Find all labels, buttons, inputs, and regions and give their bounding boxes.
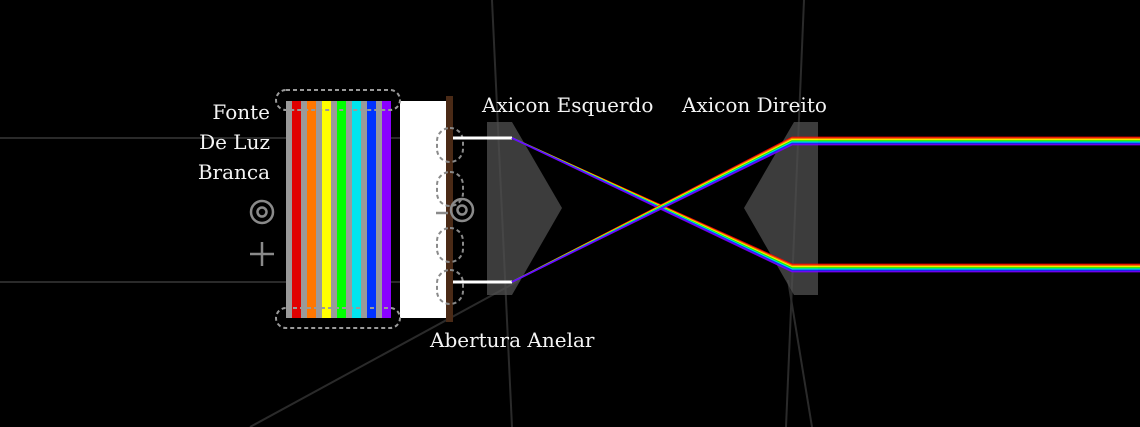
source-stripe	[376, 101, 382, 318]
right-axicon-label: Axicon Direito	[682, 93, 827, 117]
source-white-field	[400, 101, 446, 318]
spectral-ray	[511, 137, 1140, 269]
source-label-line: Fonte	[212, 100, 270, 124]
left-axicon-label: Axicon Esquerdo	[482, 93, 654, 117]
source-stripe	[352, 101, 361, 318]
left-axicon[interactable]	[487, 122, 562, 295]
aperture-handle[interactable]	[436, 171, 464, 207]
aperture-handle[interactable]	[436, 269, 464, 305]
dispersed-beams	[511, 136, 1140, 283]
spectral-ray	[511, 137, 1140, 266]
source-handles[interactable]	[275, 89, 401, 329]
rotate-handle-icon[interactable]	[249, 199, 275, 225]
source-stripe	[301, 101, 307, 318]
spectral-ray	[511, 137, 1140, 267]
guide-line	[249, 279, 521, 427]
source-stripe	[331, 101, 337, 318]
spectral-ray	[511, 140, 1140, 283]
source-stripe	[361, 101, 367, 318]
source-stripe	[292, 101, 301, 318]
source-stripe	[307, 101, 316, 318]
right-axicon[interactable]	[744, 122, 818, 295]
spectral-ray	[511, 142, 1140, 283]
aperture-handle[interactable]	[436, 227, 464, 263]
handle-bottom[interactable]	[275, 307, 401, 329]
spectral-ray	[511, 137, 1140, 271]
spectral-ray	[511, 139, 1140, 283]
move-handle-icon[interactable]	[250, 242, 274, 266]
annular-aperture[interactable]	[446, 96, 453, 322]
spectral-ray	[511, 137, 1140, 268]
source-stripe	[322, 101, 331, 318]
spectral-ray	[511, 137, 1140, 283]
spectral-ray	[511, 137, 1140, 272]
aperture-handles[interactable]	[436, 127, 464, 305]
guide-line	[787, 279, 813, 427]
spectral-ray	[511, 143, 1140, 283]
source-label-line: Branca	[197, 160, 270, 184]
aperture-handle[interactable]	[436, 127, 464, 163]
spectral-ray	[511, 136, 1140, 283]
aperture-label: Abertura Anelar	[430, 328, 595, 352]
light-source-label: Fonte De Luz Branca	[196, 97, 270, 187]
source-stripe	[382, 101, 391, 318]
rotate-handle-icon[interactable]	[449, 197, 475, 223]
source-stripe	[286, 101, 292, 318]
source-label-line: De Luz	[199, 130, 270, 154]
handle-top[interactable]	[275, 89, 401, 111]
source-stripe	[367, 101, 376, 318]
spectral-ray	[511, 141, 1140, 283]
source-stripe	[337, 101, 346, 318]
source-stripe	[346, 101, 352, 318]
light-source[interactable]	[286, 101, 391, 318]
spectral-ray	[511, 137, 1140, 273]
white-beams	[453, 136, 512, 284]
source-stripe	[316, 101, 322, 318]
